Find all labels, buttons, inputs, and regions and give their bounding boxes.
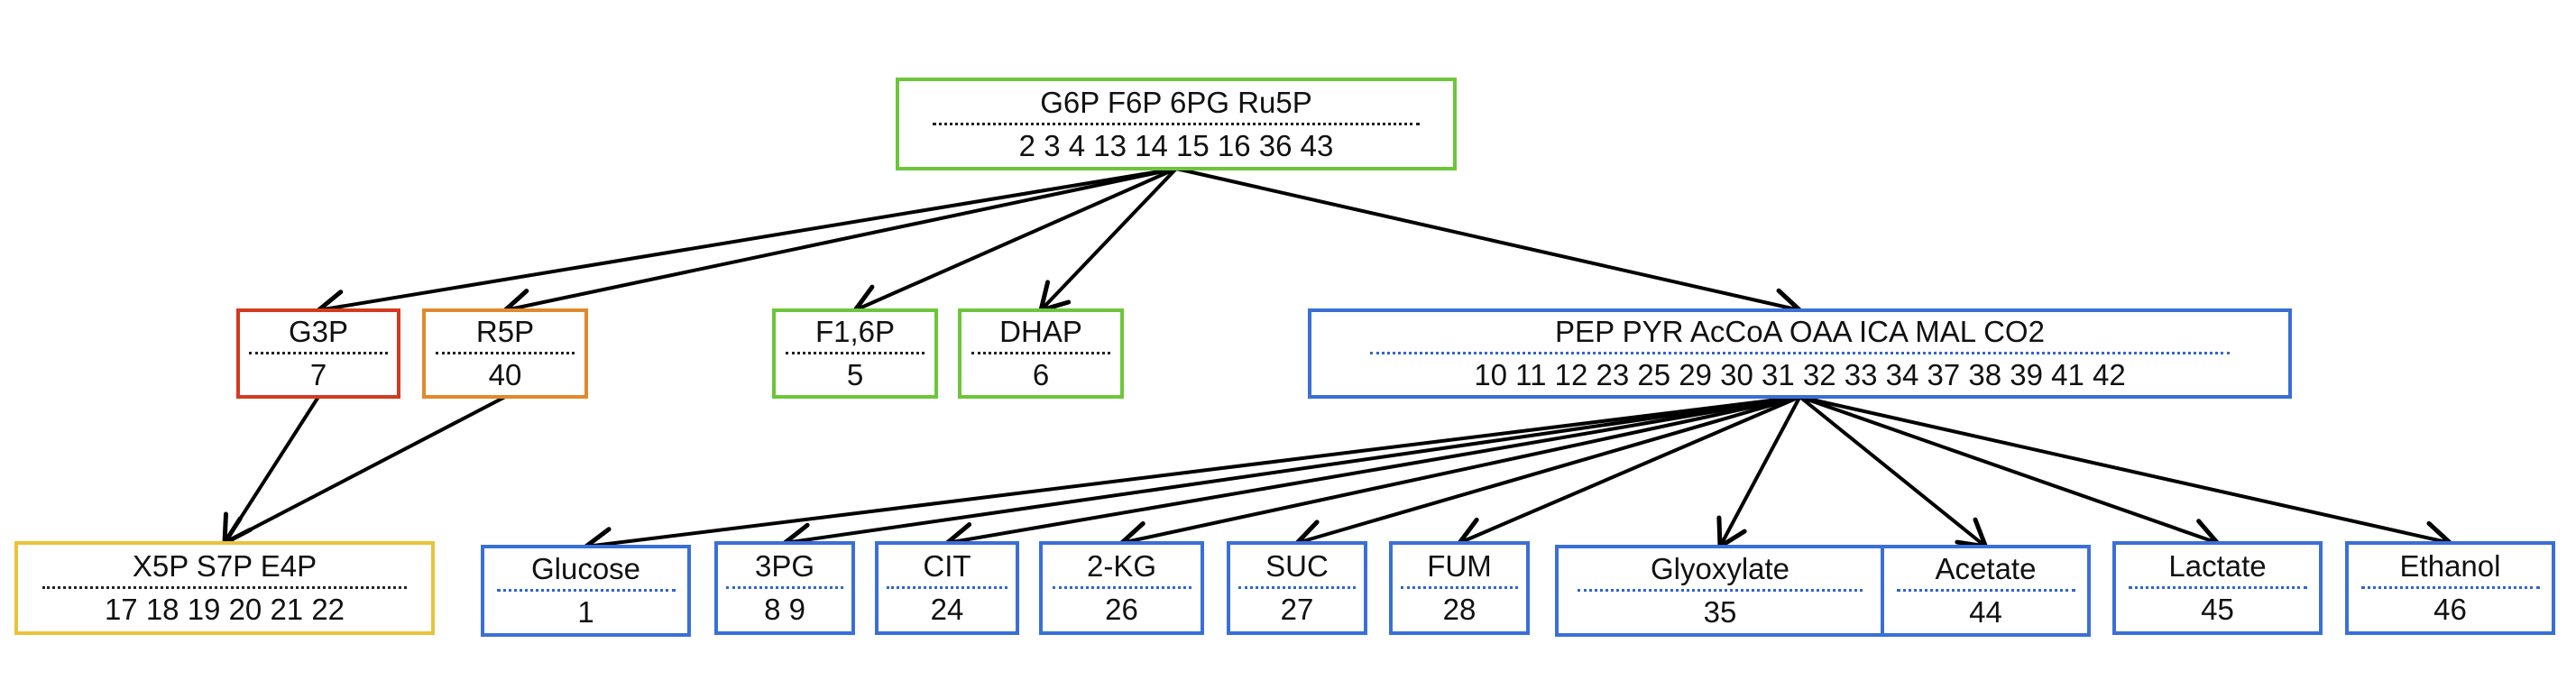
node-reaction-ids: 28 [1442,593,1477,626]
dotted-divider [785,352,925,354]
node-reaction-ids: 27 [1280,593,1314,626]
dotted-divider [1400,586,1519,589]
node-label: Glyoxylate [1650,552,1790,586]
node-reaction-ids: 45 [2201,593,2234,626]
arrow-pep-to-suc [1294,395,1802,553]
node-ethanol: Ethanol 46 [2345,541,2555,635]
dotted-divider [1052,586,1191,589]
node-label: Acetate [1935,552,2037,586]
arrow-pep-to-ethanol [1798,395,2452,555]
node-reaction-ids: 10 11 12 23 25 29 30 31 32 33 34 37 38 3… [1474,358,2126,391]
node-reaction-ids: 40 [488,358,522,391]
dotted-divider [1369,352,2231,354]
node-2kg: 2-KG 26 [1039,541,1204,635]
dotted-divider [971,352,1111,354]
dotted-divider [887,586,1007,589]
arrow-root-to-g3p [316,167,1178,323]
node-label: Ethanol [2399,549,2501,584]
dotted-divider [725,586,844,589]
node-reaction-ids: 17 18 19 20 21 22 [104,593,345,626]
node-label: DHAP [999,315,1082,349]
node-label: PEP PYR AcCoA OAA ICA MAL CO2 [1555,315,2045,349]
dotted-divider [249,352,388,354]
node-label: G3P [288,315,349,349]
node-label: F1,6P [814,315,896,349]
arrow-pep-to-cit [944,395,1802,556]
node-reaction-ids: 6 [1032,358,1050,391]
node-glucose: Glucose 1 [481,545,691,637]
node-label: R5P [475,315,535,349]
dotted-divider [2128,586,2307,589]
node-dhap: DHAP 6 [958,308,1124,399]
node-label: SUC [1265,549,1329,584]
dotted-divider [2360,586,2540,589]
arrow-pep-to-glyoxylate [1716,395,1802,549]
arrow-root-to-f16p [852,167,1178,316]
node-label: FUM [1427,549,1492,584]
node-reaction-ids: 35 [1703,595,1737,629]
dotted-divider [932,122,1421,125]
arrow-pep-to-fum [1457,395,1802,549]
node-label: Glucose [530,552,641,586]
arrowhead [1038,280,1072,313]
node-reaction-ids: 2 3 4 13 14 15 16 36 43 [1018,128,1334,162]
node-reaction-ids: 26 [1105,593,1138,626]
node-reaction-ids: 44 [1969,595,2002,629]
node-acetate: Acetate 44 [1881,545,2091,637]
node-reaction-ids: 8 9 [764,593,805,626]
arrowhead [222,511,253,546]
dotted-divider [1237,586,1357,589]
node-fum: FUM 28 [1389,541,1530,635]
arrow-pep-to-pg3 [782,395,1802,556]
dotted-divider [1578,589,1863,592]
arrow-r5p-to-x5p [222,395,507,547]
node-suc: SUC 27 [1227,541,1367,635]
node-g3p: G3P 7 [236,308,400,399]
node-reaction-ids: 1 [577,595,594,629]
node-reaction-ids: 46 [2433,593,2467,626]
arrow-g3p-to-x5p [222,395,320,546]
dotted-divider [42,586,407,589]
node-x5p-group: X5P S7P E4P 17 18 19 20 21 22 [14,541,435,635]
arrow-pep-to-kg2 [1119,395,1802,555]
node-label: 2-KG [1086,549,1157,584]
arrow-pep-to-lactate [1798,395,2220,551]
node-label: G6P F6P 6PG Ru5P [1040,85,1312,119]
node-glyoxylate: Glyoxylate 35 [1555,545,1885,637]
arrowhead [1716,515,1747,549]
arrow-root-to-dhap [1038,167,1178,313]
dotted-divider [1896,589,2075,592]
node-pep-group: PEP PYR AcCoA OAA ICA MAL CO2 10 11 12 2… [1308,308,2292,399]
node-cit: CIT 24 [875,541,1019,635]
arrow-pep-to-acetate [1798,395,1988,549]
dotted-divider [435,352,575,354]
node-lactate: Lactate 45 [2112,541,2323,635]
arrow-pep-to-glucose [584,395,1802,560]
node-f16p: F1,6P 5 [772,308,938,399]
node-label: X5P S7P E4P [132,549,317,584]
node-reaction-ids: 5 [846,358,864,391]
arrow-root-to-pep [1174,167,1802,321]
node-reaction-ids: 24 [930,593,964,626]
node-label: Lactate [2168,549,2267,584]
arrowhead [1955,517,1988,549]
node-r5p: R5P 40 [422,308,588,399]
dotted-divider [496,589,676,592]
arrow-root-to-r5p [502,167,1178,322]
node-3pg: 3PG 8 9 [714,541,855,635]
node-g6p-group: G6P F6P 6PG Ru5P 2 3 4 13 14 15 16 36 43 [896,78,1457,170]
node-label: 3PG [754,549,815,584]
node-label: CIT [923,549,971,584]
node-reaction-ids: 7 [309,358,327,391]
